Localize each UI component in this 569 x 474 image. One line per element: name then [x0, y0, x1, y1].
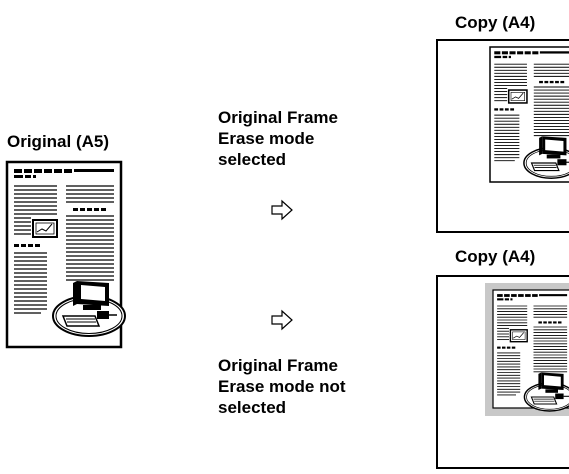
original-label: Original (A5): [7, 132, 110, 151]
mode-not-selected-line-2: Erase mode not: [218, 377, 346, 396]
mode-selected-line-3: selected: [218, 150, 287, 169]
mode-not-selected-line-1: Original Frame: [218, 356, 338, 375]
mode-selected-line-1: Original Frame: [218, 108, 338, 127]
original-document: [5, 160, 126, 349]
arrow-not-selected-icon: [271, 310, 293, 330]
arrow-selected-icon: [271, 200, 293, 220]
copy-bottom-label: Copy (A4): [455, 247, 536, 266]
mode-selected-description: Original Frame Erase mode selected: [218, 107, 418, 170]
copy-bottom-document: [436, 275, 569, 469]
copy-top-label: Copy (A4): [455, 13, 536, 32]
mode-not-selected-line-3: selected: [218, 398, 287, 417]
mode-selected-line-2: Erase mode: [218, 129, 315, 148]
copy-top-document: [436, 39, 569, 233]
mode-not-selected-description: Original Frame Erase mode not selected: [218, 355, 418, 418]
